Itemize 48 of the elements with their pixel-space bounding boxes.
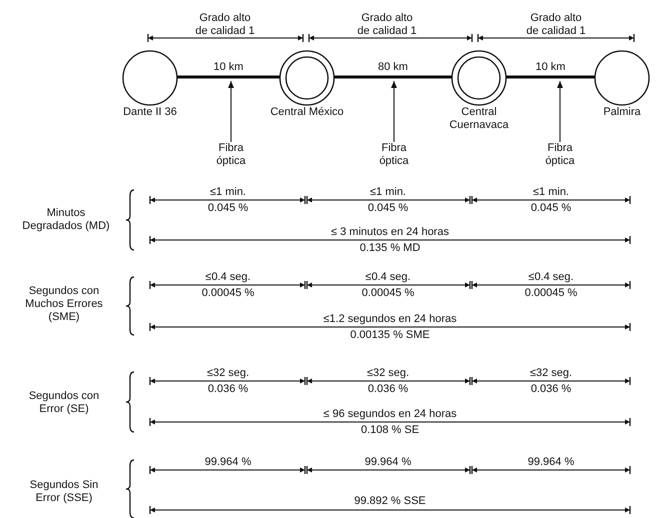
- dimension-text: Grado alto de calidad 1: [525, 12, 587, 38]
- fiber-link: [177, 76, 280, 78]
- dimension-text: Grado alto de calidad 1: [194, 12, 256, 38]
- limit-value: ≤1 min.: [533, 186, 569, 199]
- percent-value: 99.964 %: [204, 456, 252, 469]
- limit-value: ≤0.4 seg.: [365, 271, 411, 284]
- row-label: Segundos con Muchos Errores (SME): [24, 285, 104, 324]
- row-label: Segundos Sin Error (SSE): [28, 479, 100, 505]
- row-label: Segundos con Error (SE): [28, 390, 100, 416]
- leader-arrow: [391, 80, 397, 142]
- percent-value: 0.036 %: [208, 383, 248, 396]
- leader-text: Fibra óptica: [378, 142, 410, 168]
- limit-value: ≤32 seg.: [530, 367, 572, 380]
- percent-value: 0.036 %: [530, 383, 572, 396]
- limit-value: ≤ 96 segundos en 24 horas: [323, 408, 457, 421]
- row-label: Minutos Degradados (MD): [21, 207, 111, 233]
- limit-value: ≤32 seg.: [206, 367, 250, 380]
- limit-value: ≤ 3 minutos en 24 horas: [331, 226, 449, 239]
- fiber-link: [334, 76, 452, 78]
- dimension-text: Grado alto de calidad 1: [356, 12, 418, 38]
- percent-value: 0.108 % SE: [360, 424, 420, 437]
- percent-value: 0.045 %: [208, 202, 248, 215]
- leader-arrow: [557, 80, 563, 142]
- leader-text: Fibra óptica: [215, 142, 247, 168]
- percent-value: 0.00045 %: [202, 287, 254, 300]
- percent-value: 0.00045 %: [524, 287, 578, 300]
- limit-value: ≤0.4 seg.: [528, 271, 574, 284]
- leader-arrow: [228, 80, 234, 142]
- station-label: Central México: [269, 106, 345, 119]
- percent-value: 0.045 %: [368, 202, 408, 215]
- limit-value: ≤1 min.: [370, 186, 406, 199]
- station-label: Central Cuernavaca: [448, 106, 510, 132]
- limit-value: ≤1.2 segundos en 24 horas: [323, 313, 457, 326]
- percent-value: 99.892 % SSE: [354, 495, 426, 508]
- fiber-link: [506, 76, 595, 78]
- percent-value: 0.045 %: [530, 202, 572, 215]
- limit-value: ≤32 seg.: [366, 367, 410, 380]
- limit-value: ≤0.4 seg.: [205, 271, 251, 284]
- percent-value: 99.964 %: [364, 456, 412, 469]
- limit-value: ≤1 min.: [210, 186, 246, 199]
- station-label: Dante II 36: [122, 106, 178, 119]
- percent-value: 0.135 % MD: [360, 242, 420, 255]
- percent-value: 99.964 %: [528, 456, 574, 469]
- percent-value: 0.00045 %: [362, 287, 414, 300]
- percent-value: 0.036 %: [368, 383, 408, 396]
- percent-value: 0.00135 % SME: [350, 329, 430, 342]
- station-label: Palmira: [602, 106, 642, 119]
- leader-text: Fibra óptica: [544, 142, 576, 168]
